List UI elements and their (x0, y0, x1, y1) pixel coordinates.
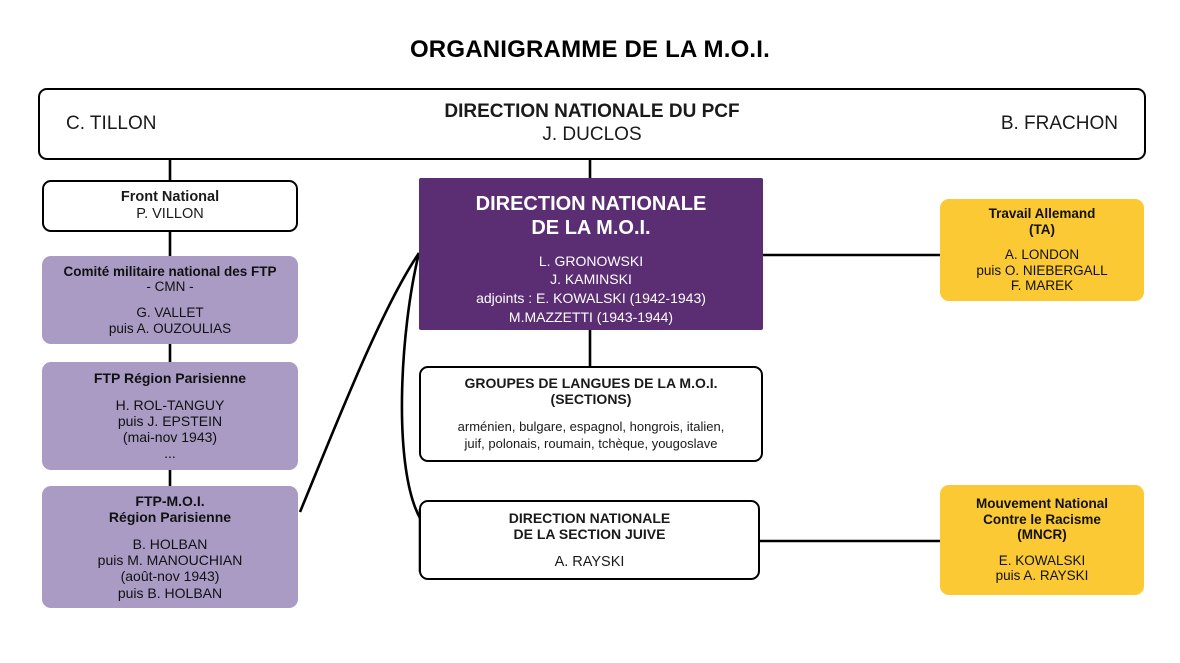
node-ftp-moi-region-parisienne[interactable]: FTP-M.O.I. Région Parisienne B. HOLBAN p… (42, 486, 298, 608)
node-direction-nationale-moi[interactable]: DIRECTION NATIONALE DE LA M.O.I. L. GRON… (419, 178, 763, 330)
mncr-title-2: Contre le Racisme (983, 511, 1101, 527)
page-title: ORGANIGRAMME DE LA M.O.I. (409, 36, 771, 63)
travail-allemand-line-2: puis O. NIEBERGALL (976, 262, 1108, 278)
groupes-title-1: GROUPES DE LANGUES DE LA M.O.I. (464, 375, 718, 392)
ftp-moi-rp-line-3: (août-nov 1943) (120, 568, 220, 585)
ftp-moi-rp-title-1: FTP-M.O.I. (135, 493, 205, 510)
section-juive-line-1: A. RAYSKI (554, 553, 625, 570)
direction-moi-title-1: DIRECTION NATIONALE (475, 193, 707, 215)
node-direction-nationale-section-juive[interactable]: DIRECTION NATIONALE DE LA SECTION JUIVE … (419, 500, 760, 580)
groupes-line-1: arménien, bulgare, espagnol, hongrois, i… (457, 419, 725, 435)
section-juive-title-1: DIRECTION NATIONALE (508, 509, 671, 526)
cmn-line-2: puis A. OUZOULIAS (108, 320, 232, 336)
direction-moi-line-2: J. KAMINSKI (550, 271, 632, 288)
direction-moi-title-2: DE LA M.O.I. (531, 217, 651, 239)
node-ftp-region-parisienne[interactable]: FTP Région Parisienne H. ROL-TANGUY puis… (42, 362, 298, 470)
mncr-title-3: (MNCR) (1017, 527, 1067, 543)
cmn-line-1: G. VALLET (136, 304, 204, 320)
edge-direction-moi-to-ftp-moi-rp (298, 252, 421, 513)
travail-allemand-title-1: Travail Allemand (988, 206, 1096, 221)
direction-moi-line-3: adjoints : E. KOWALSKI (1942-1943) (476, 290, 706, 307)
cmn-subtitle: - CMN - (146, 279, 194, 295)
ftp-moi-rp-line-1: B. HOLBAN (132, 535, 208, 552)
front-national-title: Front National (120, 189, 220, 206)
travail-allemand-line-1: A. LONDON (1004, 247, 1080, 263)
groupes-line-2: juif, polonais, roumain, tchèque, yougos… (464, 435, 718, 451)
cmn-title: Comité militaire national des FTP (63, 263, 277, 279)
ftp-moi-rp-title-2: Région Parisienne (108, 509, 232, 526)
direction-moi-line-1: L. GRONOWSKI (538, 252, 644, 269)
mncr-line-2: puis A. RAYSKI (995, 568, 1089, 584)
pcf-right-name: B. FRACHON (1000, 112, 1118, 134)
travail-allemand-line-3: F. MAREK (1010, 278, 1074, 294)
ftp-rp-title: FTP Région Parisienne (93, 370, 247, 387)
section-juive-title-2: DE LA SECTION JUIVE (513, 525, 666, 542)
ftp-rp-line-4: ... (164, 445, 176, 462)
ftp-moi-rp-line-4: puis B. HOLBAN (117, 584, 223, 601)
mncr-title-1: Mouvement National (975, 496, 1108, 511)
node-groupes-de-langues[interactable]: GROUPES DE LANGUES DE LA M.O.I. (SECTION… (419, 366, 763, 462)
pcf-leader: J. DUCLOS (542, 124, 642, 145)
ftp-moi-rp-line-2: puis M. MANOUCHIAN (97, 552, 243, 569)
node-front-national[interactable]: Front National P. VILLON (42, 180, 298, 232)
node-direction-nationale-pcf[interactable]: C. TILLON DIRECTION NATIONALE DU PCF J. … (38, 88, 1146, 160)
pcf-center-block: DIRECTION NATIONALE DU PCF J. DUCLOS (40, 101, 1144, 147)
node-travail-allemand[interactable]: Travail Allemand (TA) A. LONDON puis O. … (940, 199, 1144, 301)
node-mouvement-national-contre-le-racisme[interactable]: Mouvement National Contre le Racisme (MN… (940, 485, 1144, 595)
ftp-rp-line-2: puis J. EPSTEIN (117, 412, 223, 429)
node-comite-militaire-national-ftp[interactable]: Comité militaire national des FTP - CMN … (42, 256, 298, 344)
pcf-left-name: C. TILLON (66, 112, 157, 134)
travail-allemand-title-2: (TA) (1029, 221, 1055, 237)
mncr-line-1: E. KOWALSKI (998, 552, 1086, 568)
front-national-line-1: P. VILLON (136, 206, 204, 222)
pcf-title: DIRECTION NATIONALE DU PCF (444, 101, 740, 123)
groupes-title-2: (SECTIONS) (550, 391, 632, 408)
ftp-rp-line-1: H. ROL-TANGUY (115, 396, 225, 413)
ftp-rp-line-3: (mai-nov 1943) (122, 429, 218, 446)
direction-moi-line-4: M.MAZZETTI (1943-1944) (508, 309, 674, 326)
